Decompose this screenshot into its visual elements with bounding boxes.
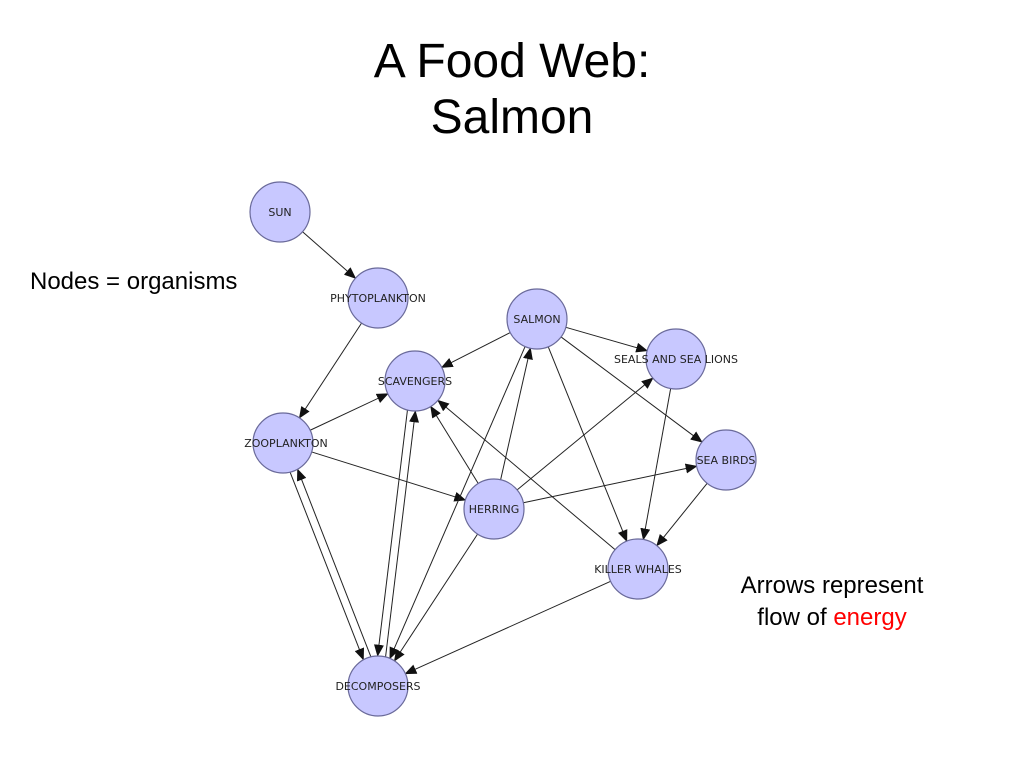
node-circle	[347, 267, 409, 329]
edge-salmon-to-seals	[565, 326, 649, 353]
edge-phytoplankton-to-zooplankton	[298, 322, 362, 419]
node-circle	[347, 655, 409, 717]
node-circle	[249, 181, 311, 243]
edge-layer	[289, 231, 708, 675]
node-label: SUN	[268, 206, 291, 219]
energy-highlight: energy	[833, 604, 907, 631]
edge-killerwhales-to-scavengers	[437, 399, 616, 551]
edge-zooplankton-to-decomposers	[289, 472, 365, 661]
node-herring: HERRING	[463, 478, 525, 540]
edge-zooplankton-to-herring	[311, 451, 467, 502]
slide-title: A Food Web: Salmon	[0, 34, 1024, 146]
arrows-note-line-1: Arrows represent	[740, 572, 924, 599]
edge-sun-to-phytoplankton	[302, 231, 357, 279]
node-zooplankton: ZOOPLANKTON	[244, 412, 328, 474]
node-label: HERRING	[469, 503, 520, 516]
node-salmon: SALMON	[506, 288, 568, 350]
edge-zooplankton-to-scavengers	[309, 393, 389, 431]
node-seals: SEALS AND SEA LIONS	[614, 328, 738, 390]
edge-salmon-to-decomposers	[389, 346, 526, 660]
node-label: SCAVENGERS	[378, 375, 452, 388]
edge-herring-to-decomposers	[393, 533, 478, 662]
edge-salmon-to-scavengers	[440, 332, 511, 368]
node-label: DECOMPOSERS	[335, 680, 420, 693]
node-circle	[252, 412, 314, 474]
edge-decomposers-to-scavengers	[385, 410, 419, 657]
edge-salmon-to-killerwhales	[547, 346, 628, 543]
node-circle	[506, 288, 568, 350]
node-phytoplankton: PHYTOPLANKTON	[330, 267, 426, 329]
edge-decomposers-to-zooplankton	[296, 468, 372, 657]
node-label: SEALS AND SEA LIONS	[614, 353, 738, 366]
node-label: KILLER WHALES	[594, 563, 682, 576]
node-label: ZOOPLANKTON	[244, 437, 328, 450]
node-circle	[645, 328, 707, 390]
nodes-note: Nodes = organisms	[30, 268, 238, 295]
edge-herring-to-seals	[516, 377, 654, 491]
edge-salmon-to-seabirds	[560, 336, 703, 443]
node-label: PHYTOPLANKTON	[330, 292, 426, 305]
edge-herring-to-scavengers	[430, 405, 479, 484]
node-label: SEA BIRDS	[697, 454, 756, 467]
arrows-note-flow: flow of	[757, 604, 834, 631]
node-decomposers: DECOMPOSERS	[335, 655, 421, 717]
edge-herring-to-seabirds	[523, 463, 698, 504]
title-line-2: Salmon	[430, 91, 594, 144]
node-layer: SUN PHYTOPLANKTON SALMON SEALS AND SEA LION…	[244, 181, 757, 717]
title-line-1: A Food Web:	[373, 35, 651, 88]
arrows-note-line-2: flow of energy	[712, 602, 952, 634]
node-sun: SUN	[249, 181, 311, 243]
edge-killerwhales-to-decomposers	[404, 580, 611, 675]
node-scavengers: SCAVENGERS	[378, 350, 452, 412]
edge-seabirds-to-killerwhales	[656, 483, 708, 547]
node-seabirds: SEA BIRDS	[695, 429, 757, 491]
node-killerwhales: KILLER WHALES	[594, 538, 682, 600]
node-circle	[384, 350, 446, 412]
arrows-note: Arrows represent flow of energy	[712, 570, 952, 634]
node-circle	[463, 478, 525, 540]
node-circle	[607, 538, 669, 600]
node-circle	[695, 429, 757, 491]
edge-scavengers-to-decomposers	[374, 410, 408, 657]
node-label: SALMON	[513, 313, 560, 326]
edge-seals-to-killerwhales	[640, 388, 672, 541]
